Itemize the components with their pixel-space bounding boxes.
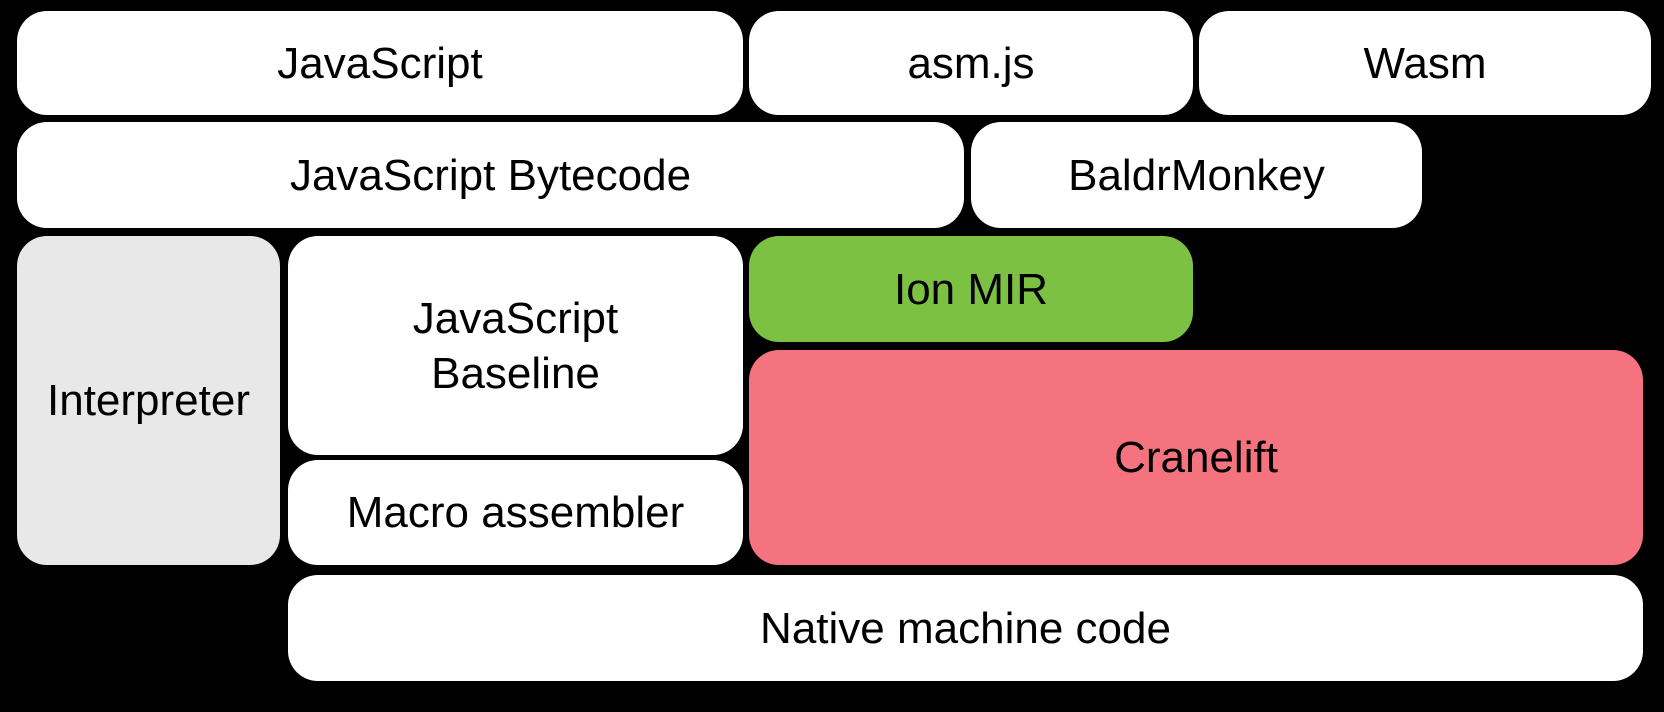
block-javascript-baseline: JavaScript Baseline	[288, 236, 743, 455]
block-interpreter-label: Interpreter	[47, 376, 250, 425]
block-macro-assembler-label: Macro assembler	[346, 488, 685, 537]
block-javascript-bytecode: JavaScript Bytecode	[17, 122, 964, 228]
block-javascript-label: JavaScript	[277, 38, 483, 88]
block-cranelift: Cranelift	[749, 350, 1643, 565]
block-native-machine-code-label: Native machine code	[760, 603, 1171, 653]
block-native-machine-code: Native machine code	[288, 575, 1643, 681]
block-baldrmonkey-label: BaldrMonkey	[1068, 150, 1325, 200]
block-wasm-label: Wasm	[1363, 38, 1487, 88]
block-cranelift-label: Cranelift	[1114, 433, 1278, 482]
block-wasm: Wasm	[1199, 11, 1651, 115]
block-javascript-bytecode-label: JavaScript Bytecode	[289, 150, 692, 200]
block-javascript: JavaScript	[17, 11, 743, 115]
block-asmjs: asm.js	[749, 11, 1193, 115]
block-asmjs-label: asm.js	[907, 38, 1035, 88]
block-macro-assembler: Macro assembler	[288, 460, 743, 565]
block-ion-mir-label: Ion MIR	[893, 264, 1049, 314]
block-javascript-baseline-label: JavaScript Baseline	[412, 293, 619, 398]
block-ion-mir: Ion MIR	[749, 236, 1193, 342]
block-interpreter: Interpreter	[17, 236, 280, 565]
block-baldrmonkey: BaldrMonkey	[971, 122, 1422, 228]
